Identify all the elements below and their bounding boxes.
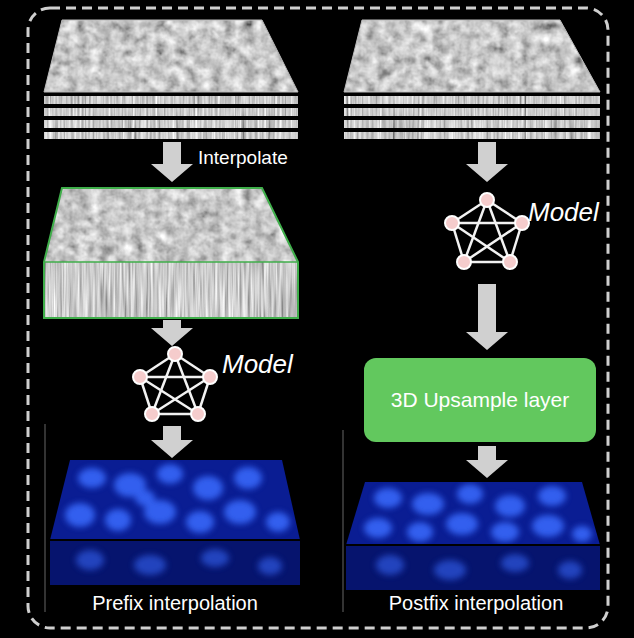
step-label: Interpolate xyxy=(198,147,288,169)
panel-caption: Postfix interpolation xyxy=(389,592,564,615)
process-box: 3D Upsample layer xyxy=(364,358,596,442)
model-label: Model xyxy=(222,350,293,380)
model-label: Model xyxy=(528,198,599,228)
panel-caption: Prefix interpolation xyxy=(92,592,258,615)
box-label: 3D Upsample layer xyxy=(391,387,570,412)
